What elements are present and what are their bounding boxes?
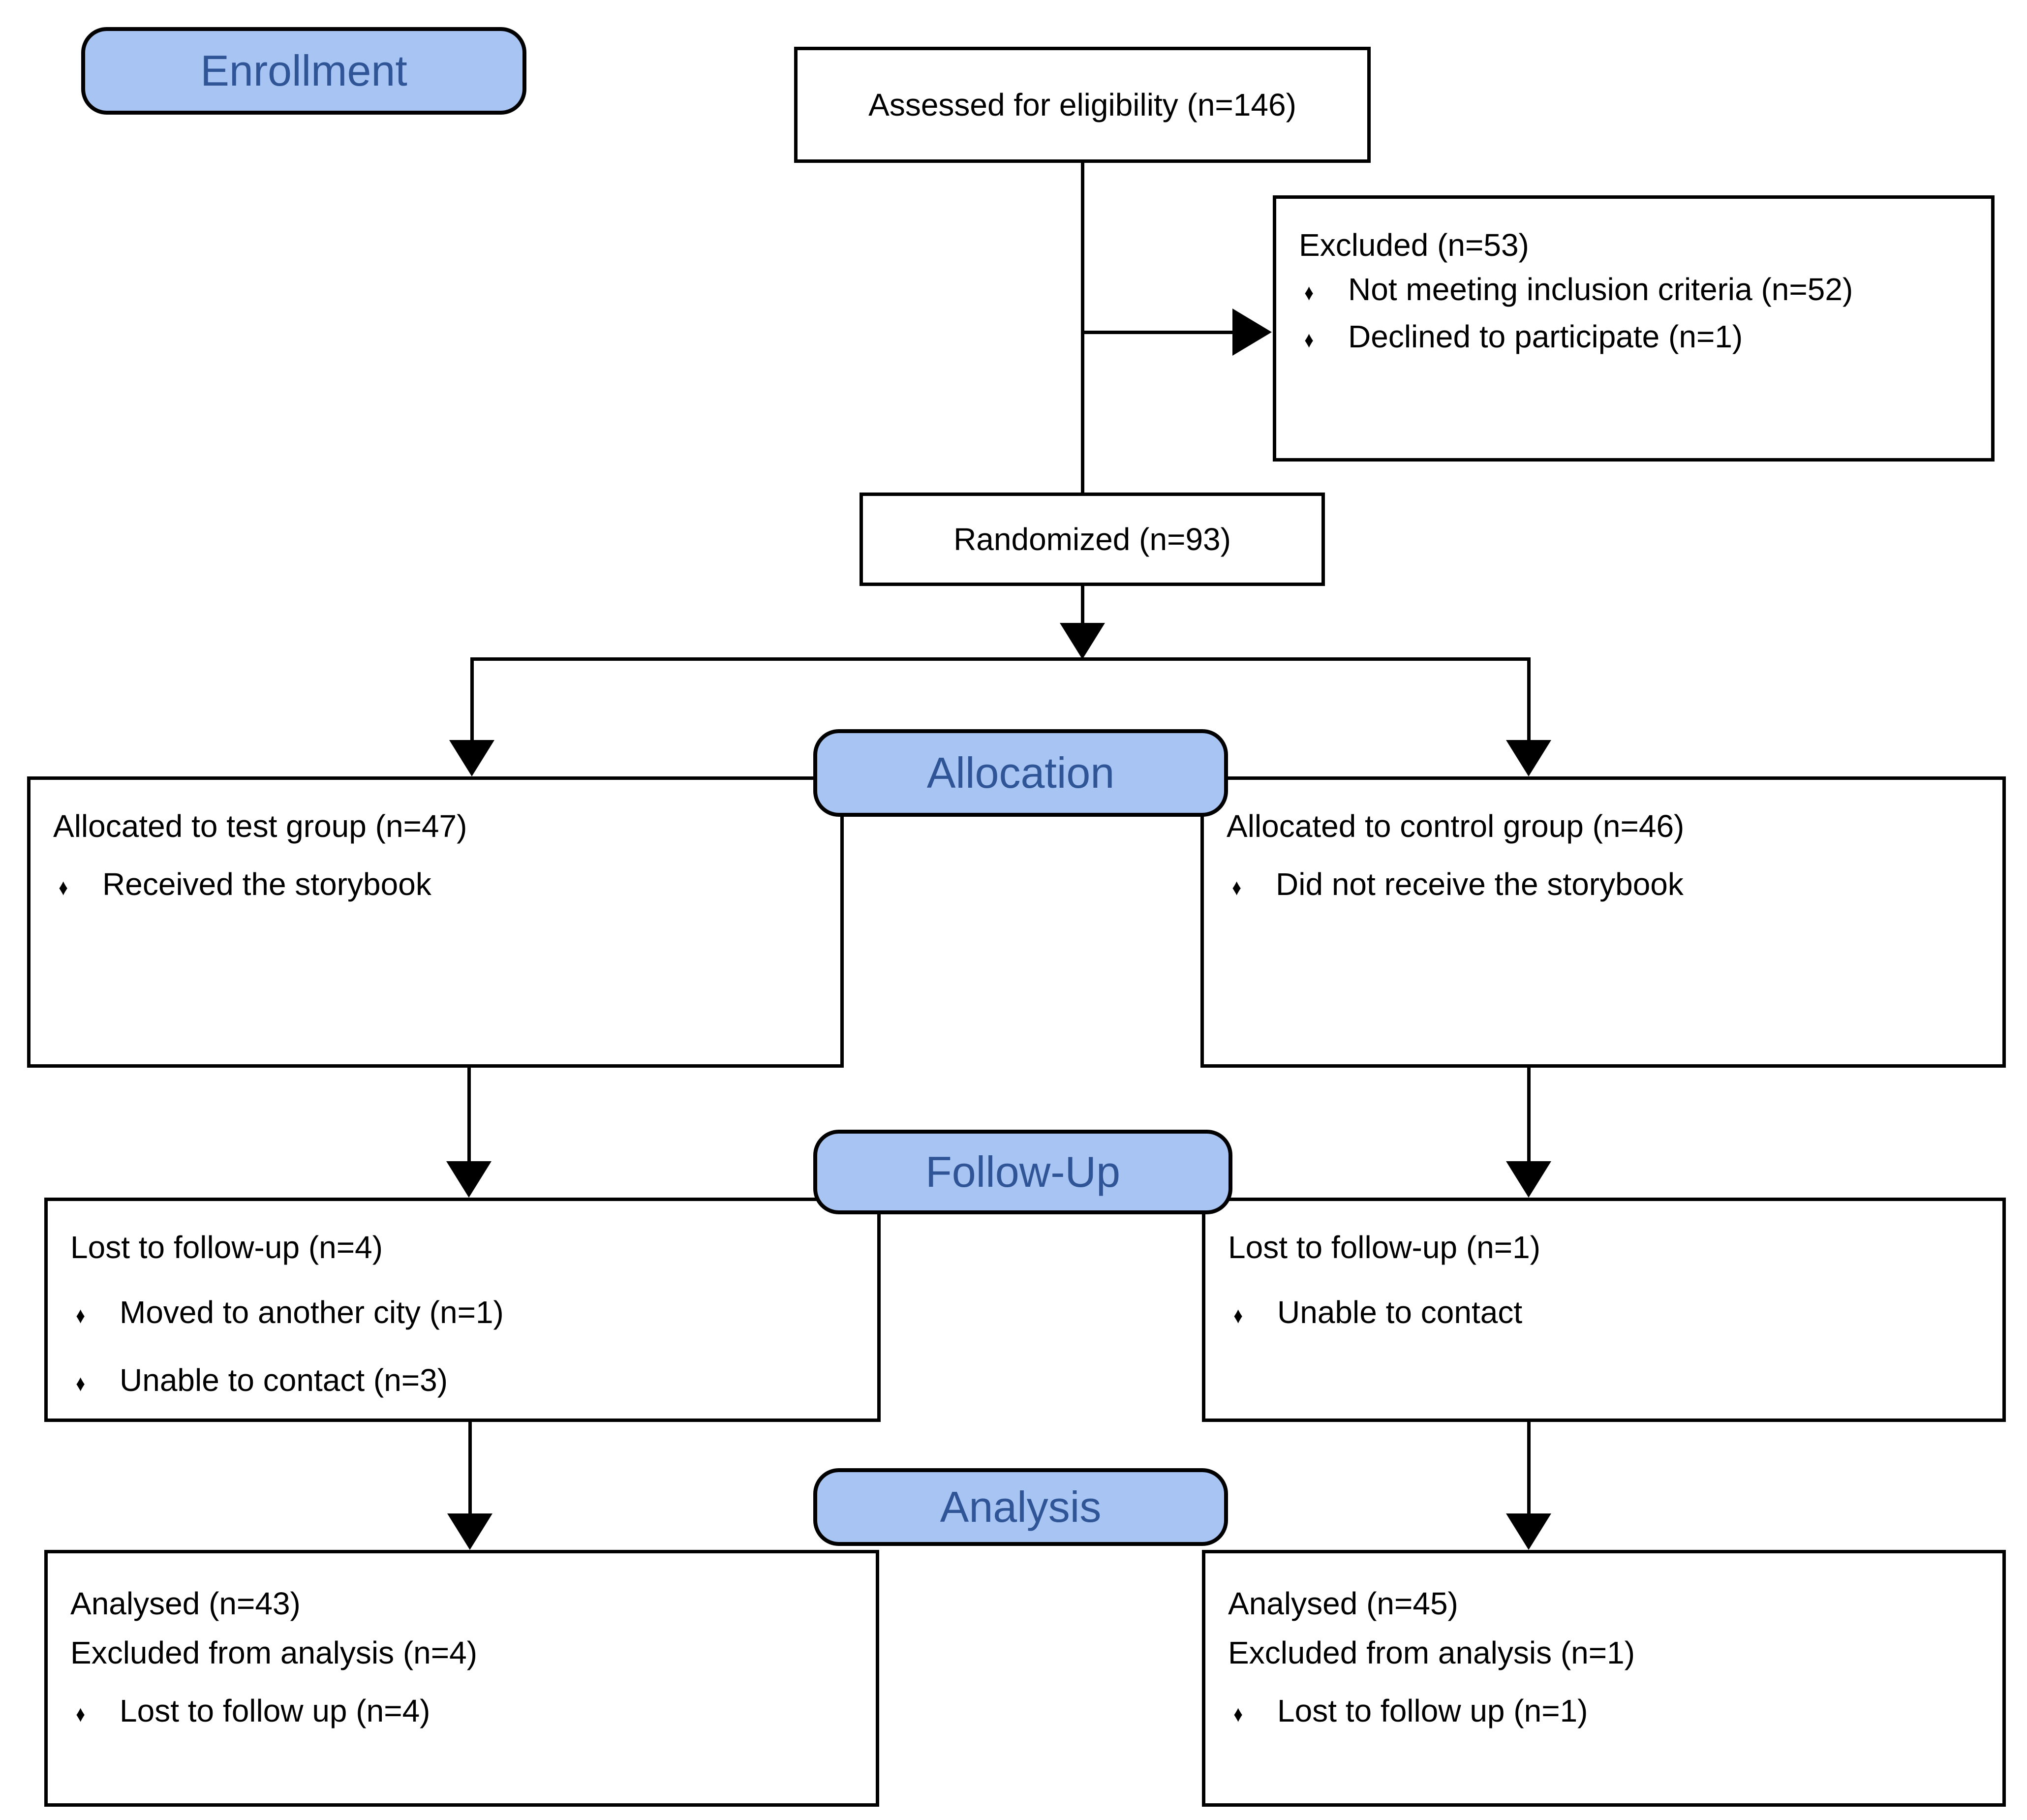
analysis-test-bullet-1: ♦ Lost to follow up (n=4) — [70, 1690, 856, 1734]
excluded-box: Excluded (n=53) ♦ Not meeting inclusion … — [1273, 195, 1995, 462]
connector-follow-analysis-left — [468, 1421, 472, 1514]
followup-test-bullet-2: ♦ Unable to contact (n=3) — [70, 1359, 858, 1404]
connector-branch-horizontal — [470, 657, 1531, 661]
followup-test-title: Lost to follow-up (n=4) — [70, 1230, 383, 1265]
followup-test-bullet-1-text: Moved to another city (n=1) — [120, 1295, 504, 1330]
followup-control-bullet-1: ♦ Unable to contact — [1228, 1292, 1983, 1336]
excluded-bullet-1: ♦ Not meeting inclusion criteria (n=52) — [1299, 269, 1971, 313]
randomized-box: Randomized (n=93) — [860, 493, 1325, 586]
followup-control-bullet-1-text: Unable to contact — [1277, 1295, 1523, 1330]
diamond-bullet-icon: ♦ — [1233, 1701, 1243, 1727]
arrowhead-down-follow-left-icon — [446, 1161, 491, 1198]
excluded-bullet-1-text: Not meeting inclusion criteria (n=52) — [1348, 272, 1853, 307]
arrowhead-down-follow-right-icon — [1506, 1161, 1551, 1198]
connector-alloc-follow-right — [1527, 1067, 1531, 1162]
diamond-bullet-icon: ♦ — [1232, 874, 1241, 900]
allocation-control-bullet-1-text: Did not receive the storybook — [1276, 866, 1684, 902]
diamond-bullet-icon: ♦ — [76, 1302, 85, 1328]
analysis-test-bullet-1-text: Lost to follow up (n=4) — [120, 1693, 430, 1728]
analysis-phase-label: Analysis — [940, 1482, 1102, 1531]
followup-control-box: Lost to follow-up (n=1) ♦ Unable to cont… — [1202, 1198, 2006, 1422]
analysis-control-box: Analysed (n=45) Excluded from analysis (… — [1202, 1550, 2006, 1807]
allocation-phase-header: Allocation — [813, 729, 1228, 817]
assessed-text: Assessed for eligibility (n=146) — [868, 87, 1296, 123]
excluded-title: Excluded (n=53) — [1299, 227, 1529, 263]
analysis-test-line-2: Excluded from analysis (n=4) — [70, 1635, 478, 1670]
connector-follow-analysis-right — [1527, 1421, 1531, 1514]
followup-test-bullet-2-text: Unable to contact (n=3) — [120, 1362, 448, 1398]
allocation-test-bullet-1: ♦ Received the storybook — [53, 864, 821, 908]
connector-alloc-follow-left — [467, 1067, 471, 1162]
followup-phase-header: Follow-Up — [813, 1130, 1232, 1214]
allocation-test-group-box: Allocated to test group (n=47) ♦ Receive… — [27, 776, 844, 1068]
assessed-box: Assessed for eligibility (n=146) — [794, 47, 1371, 163]
arrowhead-down-analysis-right-icon — [1506, 1513, 1551, 1550]
followup-test-box: Lost to follow-up (n=4) ♦ Moved to anoth… — [44, 1198, 881, 1422]
diamond-bullet-icon: ♦ — [1304, 279, 1314, 305]
diamond-bullet-icon: ♦ — [76, 1370, 85, 1396]
followup-control-title: Lost to follow-up (n=1) — [1228, 1230, 1540, 1265]
diamond-bullet-icon: ♦ — [1304, 327, 1314, 352]
allocation-phase-label: Allocation — [926, 748, 1115, 797]
diamond-bullet-icon: ♦ — [59, 874, 68, 900]
arrowhead-right-excluded-icon — [1232, 308, 1272, 356]
enrollment-phase-header: Enrollment — [81, 27, 526, 115]
enrollment-phase-label: Enrollment — [200, 46, 407, 95]
diamond-bullet-icon: ♦ — [76, 1701, 85, 1727]
analysis-test-box: Analysed (n=43) Excluded from analysis (… — [44, 1550, 879, 1807]
randomized-text: Randomized (n=93) — [953, 522, 1231, 557]
analysis-control-bullet-1: ♦ Lost to follow up (n=1) — [1228, 1690, 1983, 1734]
diamond-bullet-icon: ♦ — [1233, 1302, 1243, 1328]
allocation-control-group-box: Allocated to control group (n=46) ♦ Did … — [1200, 776, 2006, 1068]
connector-branch-alloc-right — [1527, 657, 1531, 741]
analysis-test-line-1: Analysed (n=43) — [70, 1586, 301, 1621]
allocation-test-bullet-1-text: Received the storybook — [102, 866, 431, 902]
allocation-control-bullet-1: ♦ Did not receive the storybook — [1227, 864, 1983, 908]
allocation-test-title: Allocated to test group (n=47) — [53, 808, 467, 844]
excluded-bullet-2: ♦ Declined to participate (n=1) — [1299, 316, 1971, 360]
analysis-control-line-1: Analysed (n=45) — [1228, 1586, 1458, 1621]
arrowhead-down-analysis-left-icon — [447, 1513, 492, 1550]
connector-excluded-line — [1081, 331, 1233, 334]
connector-randomized-branch — [1081, 585, 1084, 624]
allocation-control-title: Allocated to control group (n=46) — [1227, 808, 1685, 844]
connector-assessed-randomized — [1081, 162, 1084, 494]
followup-test-bullet-1: ♦ Moved to another city (n=1) — [70, 1292, 858, 1336]
arrowhead-down-alloc-right-icon — [1506, 740, 1551, 776]
arrowhead-down-alloc-left-icon — [449, 740, 494, 776]
followup-phase-label: Follow-Up — [925, 1147, 1121, 1196]
connector-branch-alloc-left — [470, 657, 474, 741]
analysis-control-line-2: Excluded from analysis (n=1) — [1228, 1635, 1635, 1670]
analysis-control-bullet-1-text: Lost to follow up (n=1) — [1277, 1693, 1588, 1728]
excluded-bullet-2-text: Declined to participate (n=1) — [1348, 319, 1743, 354]
analysis-phase-header: Analysis — [813, 1468, 1228, 1546]
arrowhead-down-branch-icon — [1060, 623, 1105, 659]
